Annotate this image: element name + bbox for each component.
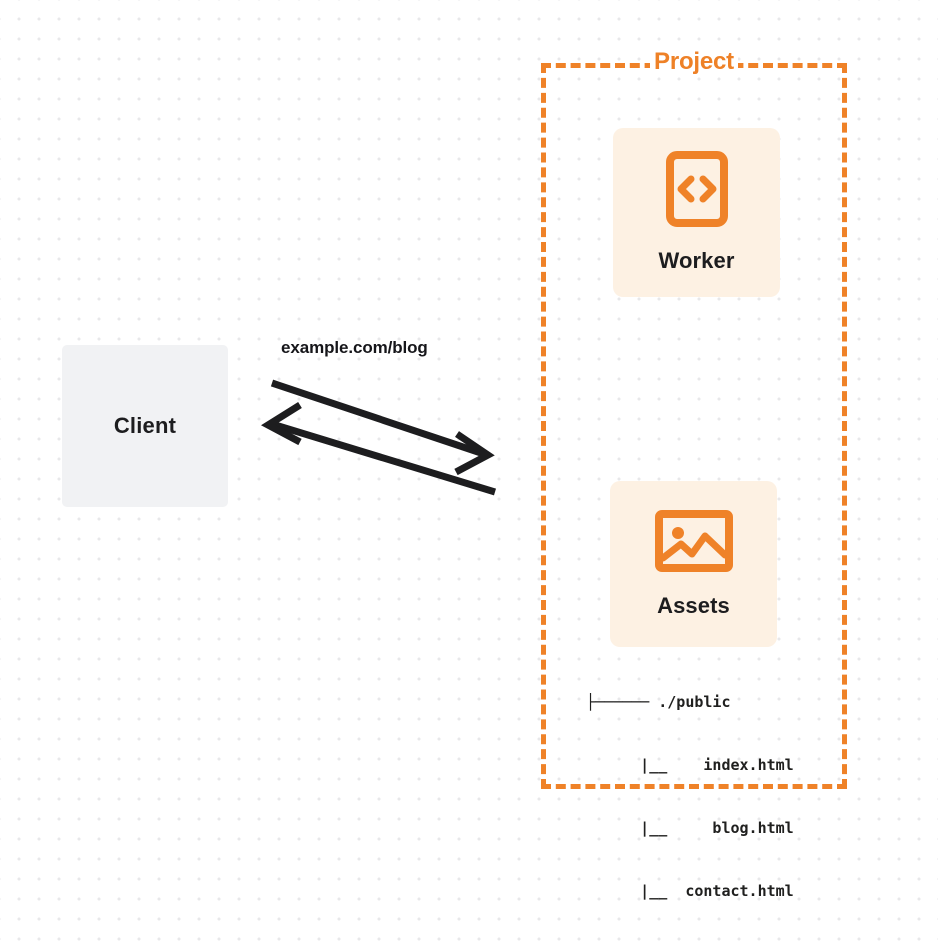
assets-label: Assets — [657, 592, 730, 618]
file-tree-row: |__ index.html — [586, 756, 794, 774]
file-tree-row: ├────── ./public — [586, 693, 731, 711]
file-tree-row: |__ blog.html — [586, 819, 794, 837]
response-arrow-line — [270, 420, 497, 496]
project-title: Project — [541, 48, 847, 76]
worker-label: Worker — [658, 248, 735, 273]
worker-node[interactable]: Worker — [613, 128, 780, 297]
request-arrow-line — [270, 379, 486, 458]
assets-file-tree: ├────── ./public |__ index.html |__ blog… — [586, 650, 794, 944]
project-title-text: Project — [650, 48, 738, 75]
response-arrow-head — [261, 402, 302, 446]
diagram-canvas: Client example.com/blog Project Worker — [62, 48, 847, 900]
client-label: Client — [113, 413, 177, 438]
image-icon — [654, 509, 733, 577]
code-brackets-icon — [665, 151, 728, 232]
request-arrow-head — [454, 431, 495, 476]
client-node[interactable]: Client — [62, 345, 228, 507]
assets-node[interactable]: Assets — [610, 481, 777, 647]
file-tree-row: |__ contact.html — [586, 882, 794, 900]
connection-label: example.com/blog — [281, 338, 428, 357]
